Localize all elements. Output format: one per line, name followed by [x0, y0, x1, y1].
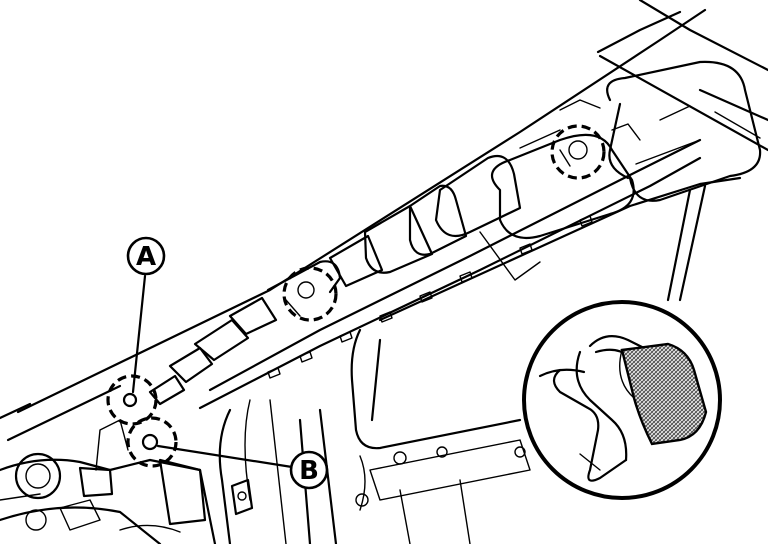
callout-b: B — [289, 450, 329, 490]
clip-location-top — [550, 124, 606, 180]
clip-location-b — [126, 416, 178, 468]
pillar-garnish — [198, 138, 702, 410]
airbag-tube — [148, 60, 762, 406]
detail-magnifier — [522, 300, 722, 500]
clip-location-a — [106, 374, 158, 426]
callout-b-leader — [156, 444, 294, 469]
callout-b-label: B — [299, 456, 319, 486]
callout-a-leader — [131, 274, 147, 394]
clip-location-upper — [282, 266, 338, 322]
pillar-body — [0, 0, 768, 442]
callout-a-label: A — [136, 242, 156, 272]
detail-clip-hatched — [620, 342, 708, 446]
lower-body — [0, 419, 254, 544]
callout-a: A — [126, 236, 166, 276]
